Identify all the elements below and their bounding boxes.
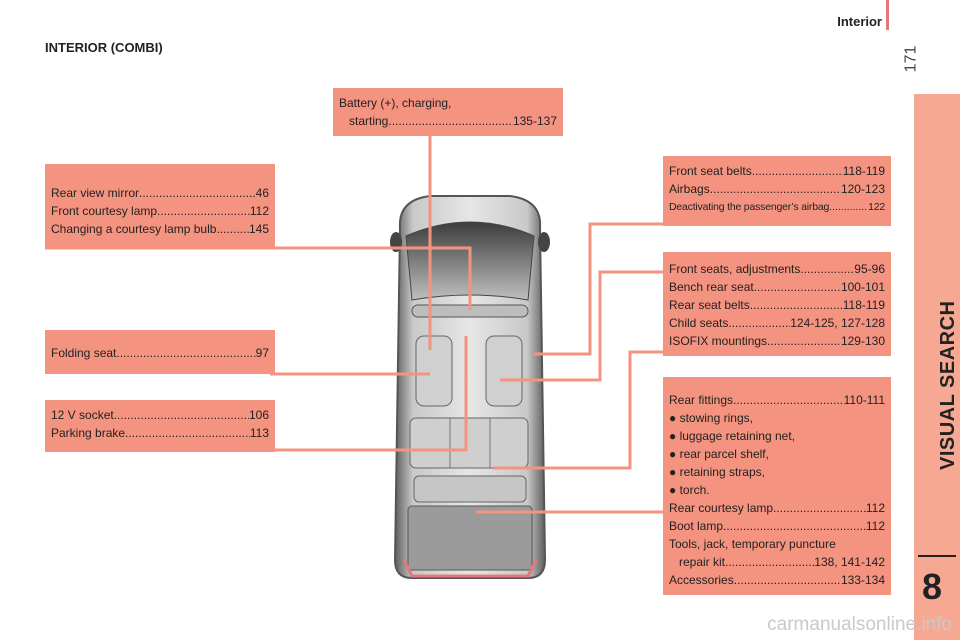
battery-box: Battery (+), charging, starting 135-137 xyxy=(333,88,563,136)
leader-socket xyxy=(270,336,468,452)
dot-leader xyxy=(734,571,841,589)
dot-leader xyxy=(754,278,841,296)
header-rule xyxy=(886,0,889,30)
box-line-label: ● torch. xyxy=(669,483,710,497)
mirror-box: Rear view mirror 46 Front courtesy lamp 11… xyxy=(45,164,275,248)
dot-leader xyxy=(723,517,866,535)
box-line-label: ● rear parcel shelf, xyxy=(669,447,769,461)
box-line-label: Bench rear seat xyxy=(669,280,754,294)
box-line-label: ● retaining straps, xyxy=(669,465,765,479)
leader-rear xyxy=(494,350,663,470)
tab-divider xyxy=(918,555,956,557)
box-line-page: 118-119 xyxy=(842,298,885,312)
dot-leader xyxy=(728,314,790,332)
folding-seat-box: Folding seat 97 xyxy=(45,330,275,374)
box-line-label: Boot lamp xyxy=(669,519,724,533)
dot-leader xyxy=(800,260,854,278)
dot-leader xyxy=(750,296,843,314)
box-line-label: Child seats xyxy=(669,316,729,330)
section-tab xyxy=(914,94,960,640)
dot-leader xyxy=(139,184,256,202)
dot-leader xyxy=(114,406,249,424)
box-line-page: 113 xyxy=(249,426,269,440)
box-line-page: 46 xyxy=(255,186,269,200)
box-line-label: Parking brake xyxy=(51,426,126,440)
dot-leader xyxy=(216,220,249,238)
dot-leader xyxy=(752,162,843,180)
box-line-label: Rear seat belts xyxy=(669,298,750,312)
box-line-label: ISOFIX mountings xyxy=(669,334,768,348)
dot-leader xyxy=(829,198,868,216)
box-line-page: 129-130 xyxy=(840,334,885,348)
box-line-label: Battery (+), charging, xyxy=(339,96,452,110)
dot-leader xyxy=(125,424,250,442)
box-line-page: 138, 141-142 xyxy=(814,555,885,569)
box-line-label: Folding seat xyxy=(51,346,117,360)
box-line-label: Accessories xyxy=(669,573,734,587)
box-line-page: 118-119 xyxy=(842,164,885,178)
box-line-label: ● stowing rings, xyxy=(669,411,753,425)
box-line-label: Tools, jack, temporary puncture xyxy=(669,537,836,551)
box-line-label: Front seats, adjustments xyxy=(669,262,801,276)
leader-belts xyxy=(534,222,663,356)
box-line-page: 100-101 xyxy=(840,280,885,294)
box-line-page: 124-125, 127-128 xyxy=(790,316,885,330)
box-line-label: starting xyxy=(349,114,389,128)
box-line-label: Rear courtesy lamp xyxy=(669,501,774,515)
vehicle-body xyxy=(390,195,550,579)
box-line-page: 145 xyxy=(248,222,269,236)
box-line-page: 112 xyxy=(865,519,885,533)
dot-leader xyxy=(725,553,814,571)
box-line-page: 133-134 xyxy=(840,573,885,587)
box-line-page: 112 xyxy=(249,204,269,218)
box-line-page: 97 xyxy=(255,346,269,360)
dot-leader xyxy=(767,332,841,350)
dot-leader xyxy=(773,499,866,517)
seats-box: Front seats, adjustments 95-96 Bench rear… xyxy=(663,252,891,356)
box-line-label: Front courtesy lamp xyxy=(51,204,158,218)
dot-leader xyxy=(710,180,841,198)
box-line-label: Rear fittings xyxy=(669,393,734,407)
box-line-label: Airbags xyxy=(669,182,710,196)
section-tab-number: 8 xyxy=(922,566,943,607)
box-line-page: 120-123 xyxy=(840,182,885,196)
box-line-page: 122 xyxy=(868,201,885,213)
box-line-page: 110-111 xyxy=(843,393,885,407)
box-line-label: Deactivating the passenger’s airbag xyxy=(669,201,830,213)
watermark: carmanualsonline.info xyxy=(767,614,952,635)
dot-leader xyxy=(733,391,844,409)
box-line-page: 106 xyxy=(248,408,269,422)
leader-lines xyxy=(45,136,663,514)
dot-leader xyxy=(157,202,250,220)
box-line-page: 135-137 xyxy=(512,114,557,128)
box-line-label: Rear view mirror xyxy=(51,186,140,200)
box-line-label: Changing a courtesy lamp bulb xyxy=(51,222,217,236)
leader-seats xyxy=(500,270,663,382)
box-line-label: Front seat belts xyxy=(669,164,752,178)
rear-fittings-box: Rear fittings 110-111 ● stowing rings, ● … xyxy=(663,377,891,595)
dot-leader xyxy=(116,344,255,362)
seat-belts-box: Front seat belts 118-119 Airbags 120-123 D… xyxy=(663,156,891,226)
box-line-label: 12 V socket xyxy=(51,408,114,422)
box-line-page: 112 xyxy=(865,501,885,515)
socket-box: 12 V socket 106 Parking brake 113 xyxy=(45,400,275,452)
page-title: INTERIOR (COMBI) xyxy=(45,40,163,55)
box-line-label: ● luggage retaining net, xyxy=(669,429,796,443)
box-line-page: 95-96 xyxy=(854,262,885,276)
section-title: Interior xyxy=(837,14,882,29)
dot-leader xyxy=(388,112,513,130)
leader-mirror xyxy=(45,246,472,310)
box-line-label: repair kit xyxy=(679,555,726,569)
